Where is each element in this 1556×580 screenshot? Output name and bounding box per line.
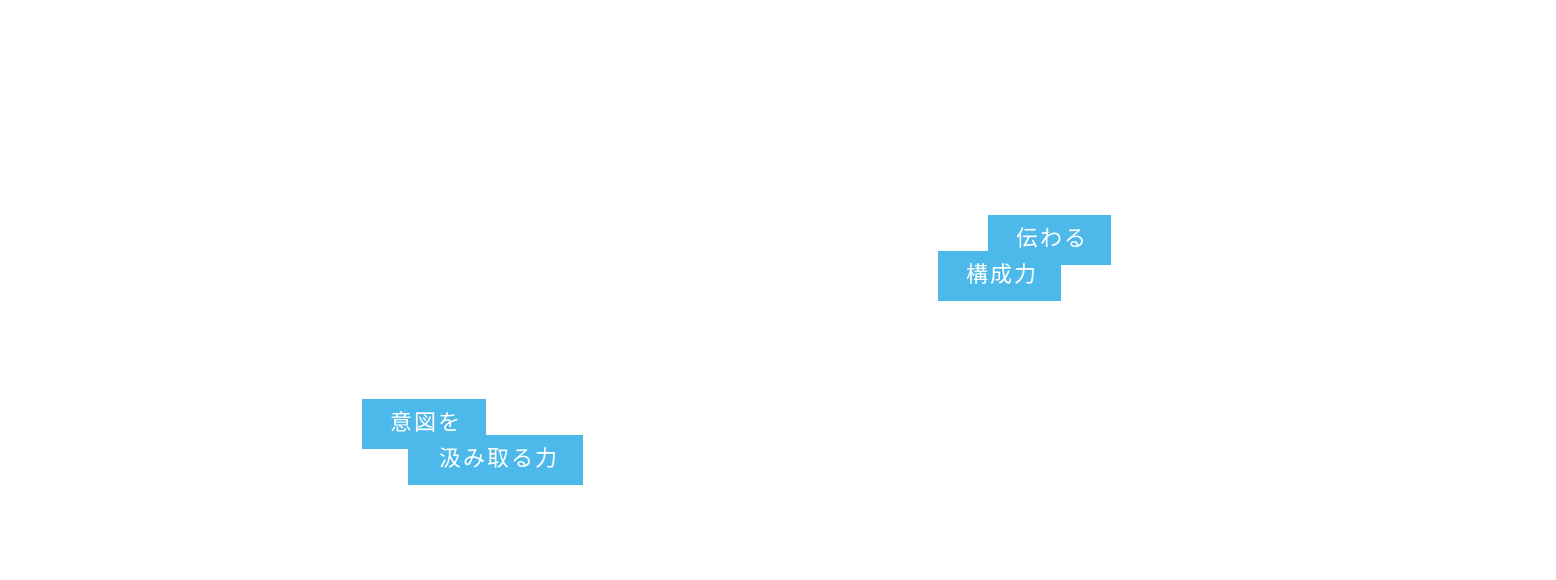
label-kumitoru-chikara: 汲み取る力 xyxy=(408,435,583,485)
label-koseiryoku: 構成力 xyxy=(938,251,1061,301)
